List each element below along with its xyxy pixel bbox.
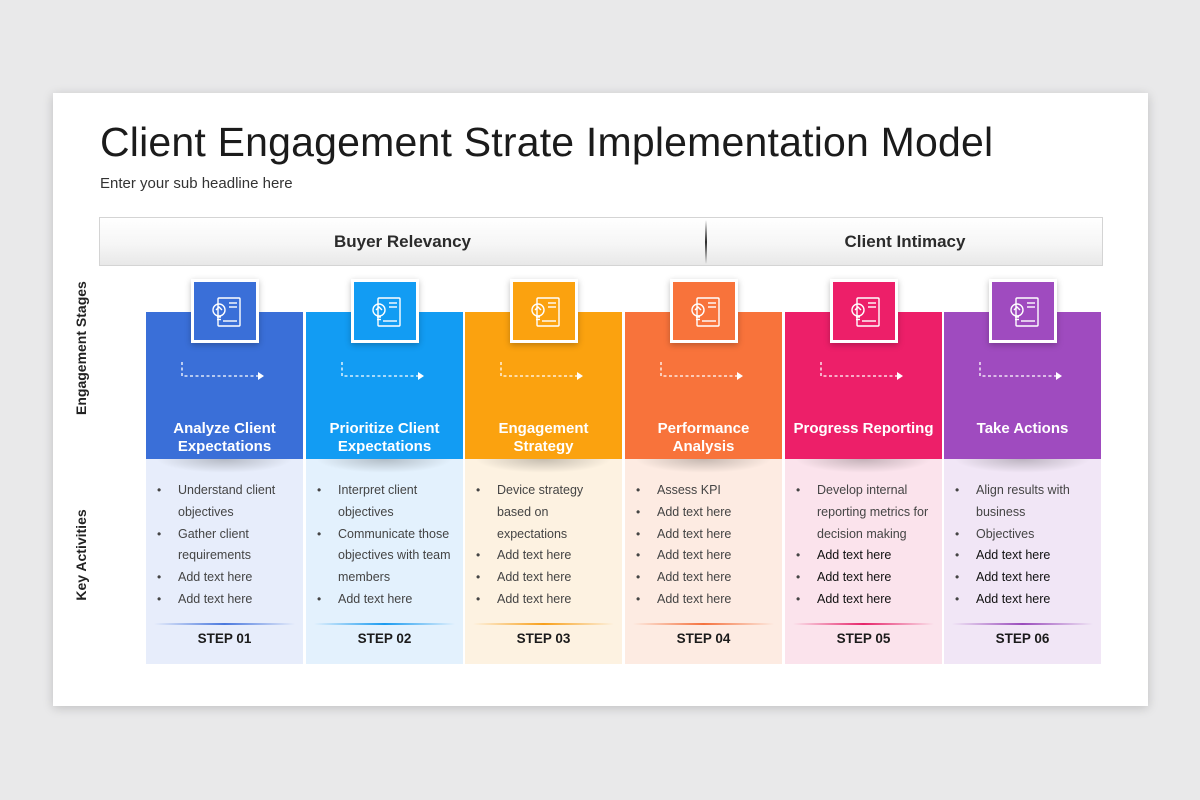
stage-name: Analyze Client Expectations [173,420,276,455]
stage-card: Analyze Client Expectations [146,312,303,459]
stage-name: Engagement Strategy [498,420,589,455]
stage-name: Take Actions [976,420,1069,437]
activity-item: Add text here [954,567,1095,589]
activity-item: Add text here [795,589,936,611]
page-title: Client Engagement Strate Implementation … [100,119,994,165]
side-label-stages: Engagement Stages [73,281,89,415]
activities-list: Interpret client objectivesCommunicate t… [316,480,457,611]
activity-item: Add text here [475,545,616,567]
activity-item: Gather client requirements [156,524,297,568]
stage-column: Engagement StrategyDevice strategy based… [465,279,622,664]
activities-panel: Align results with businessObjectivesAdd… [944,459,1101,664]
phase-band: Buyer Relevancy Client Intimacy [99,217,1103,266]
dashed-arrow-icon [180,362,270,385]
activity-item: Align results with business [954,480,1095,524]
activity-item: Add text here [316,589,457,611]
dashed-arrow-icon [978,362,1068,385]
step-divider [952,623,1093,625]
stage-name: Performance Analysis [657,420,750,455]
idea-document-icon [670,279,738,343]
stage-column: Prioritize Client ExpectationsInterpret … [306,279,463,664]
activity-item: Add text here [954,545,1095,567]
activities-panel: Develop internal reporting metrics for d… [785,459,942,664]
activity-item: Add text here [635,567,776,589]
activity-item: Add text here [635,524,776,546]
step-label: STEP 06 [995,631,1050,646]
step-divider [314,623,455,625]
step-divider [793,623,934,625]
activities-list: Understand client objectivesGather clien… [156,480,297,611]
activity-item: Add text here [475,567,616,589]
stage-column: Progress ReportingDevelop internal repor… [785,279,942,664]
stage-column: Take ActionsAlign results with businessO… [944,279,1101,664]
idea-document-icon [351,279,419,343]
activities-list: Device strategy based on expectationsAdd… [475,480,616,611]
activity-item: Add text here [954,589,1095,611]
step-label: STEP 04 [676,631,731,646]
side-label-stages-text: Engagement Stages [73,281,89,415]
step-divider [473,623,614,625]
idea-document-icon [989,279,1057,343]
activity-item: Add text here [635,545,776,567]
step-label: STEP 03 [516,631,571,646]
activity-item: Add text here [156,589,297,611]
idea-document-icon [830,279,898,343]
stage-card: Prioritize Client Expectations [306,312,463,459]
dashed-arrow-icon [819,362,909,385]
slide: Client Engagement Strate Implementation … [53,93,1148,706]
step-label: STEP 05 [836,631,891,646]
idea-document-icon [191,279,259,343]
activities-panel: Understand client objectivesGather clien… [146,459,303,664]
phase-label-client-intimacy: Client Intimacy [844,232,966,251]
phase-divider [705,220,707,264]
activity-item: Add text here [795,567,936,589]
activity-item: Objectives [954,524,1095,546]
side-label-activities: Key Activities [73,509,89,601]
dashed-arrow-icon [659,362,749,385]
phase-label-buyer-relevancy: Buyer Relevancy [333,232,472,251]
step-divider [154,623,295,625]
activity-item: Device strategy based on expectations [475,480,616,545]
activity-item: Assess KPI [635,480,776,502]
stage-name: Progress Reporting [793,420,934,437]
step-label: STEP 01 [197,631,252,646]
dashed-arrow-icon [499,362,589,385]
activities-list: Develop internal reporting metrics for d… [795,480,936,611]
step-divider [633,623,774,625]
activity-item: Add text here [795,545,936,567]
activities-list: Align results with businessObjectivesAdd… [954,480,1095,611]
activity-item: Understand client objectives [156,480,297,524]
activity-item: Develop internal reporting metrics for d… [795,480,936,545]
step-label: STEP 02 [357,631,412,646]
stage-name: Prioritize Client Expectations [329,420,440,455]
stage-card: Performance Analysis [625,312,782,459]
idea-document-icon [510,279,578,343]
activity-item: Add text here [635,589,776,611]
activity-item: Add text here [475,589,616,611]
stage-card: Progress Reporting [785,312,942,459]
activities-panel: Assess KPIAdd text hereAdd text hereAdd … [625,459,782,664]
page-subtitle: Enter your sub headline here [100,175,293,192]
activities-panel: Interpret client objectivesCommunicate t… [306,459,463,664]
activity-item: Communicate those objectives with team m… [316,524,457,589]
stage-column: Performance AnalysisAssess KPIAdd text h… [625,279,782,664]
activity-item: Add text here [635,502,776,524]
activities-panel: Device strategy based on expectationsAdd… [465,459,622,664]
activities-list: Assess KPIAdd text hereAdd text hereAdd … [635,480,776,611]
stage-column: Analyze Client ExpectationsUnderstand cl… [146,279,303,664]
dashed-arrow-icon [340,362,430,385]
activity-item: Add text here [156,567,297,589]
activity-item: Interpret client objectives [316,480,457,524]
